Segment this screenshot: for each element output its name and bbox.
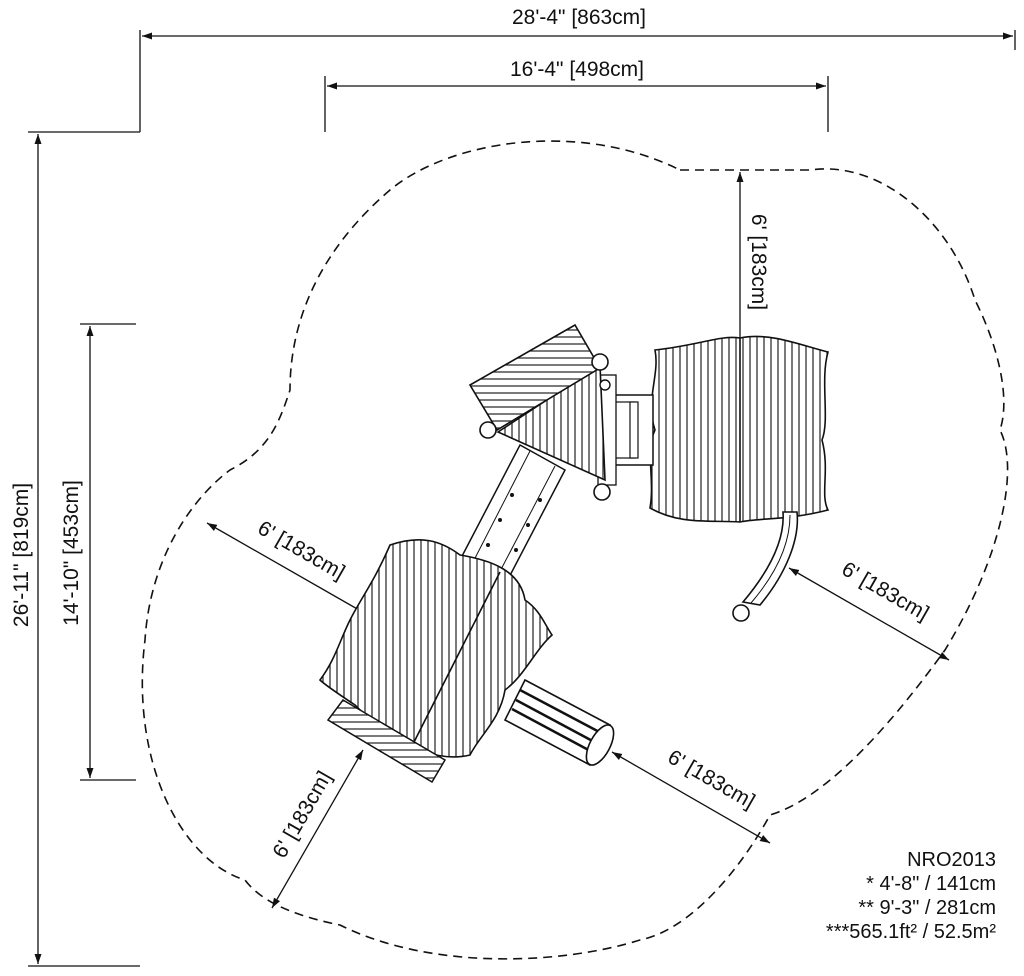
clearance-top: 6' [183cm] bbox=[736, 172, 770, 352]
tube-slide bbox=[503, 678, 615, 767]
overall-depth-label: 26'-11" [819cm] bbox=[10, 483, 33, 627]
clearance-right-label: 6' [183cm] bbox=[838, 557, 933, 625]
right-deck bbox=[649, 335, 830, 523]
info-line-2: ** 9'-3" / 281cm bbox=[858, 897, 996, 919]
info-line-1: * 4'-8" / 141cm bbox=[866, 873, 996, 895]
info-line-3: ***565.1ft² / 52.5m² bbox=[825, 921, 996, 943]
inner-width-label: 16'-4" [498cm] bbox=[510, 58, 644, 81]
clearance-bottom-right: 6' [183cm] bbox=[611, 745, 771, 844]
clearance-bottom-left: 6' [183cm] bbox=[268, 749, 364, 909]
clearance-left-label: 6' [183cm] bbox=[254, 516, 349, 584]
model-number: NRO2013 bbox=[907, 849, 996, 871]
main-deck bbox=[318, 539, 554, 758]
inner-depth-dimension: 14'-10" [453cm] bbox=[60, 323, 136, 781]
overall-width-dimension: 28'-4" [863cm] bbox=[139, 6, 1016, 132]
clearance-top-label: 6' [183cm] bbox=[747, 214, 770, 310]
clearance-bottom-right-label: 6' [183cm] bbox=[664, 745, 759, 813]
clearance-right: 6' [183cm] bbox=[788, 557, 950, 661]
model-info: NRO2013 * 4'-8" / 141cm ** 9'-3" / 281cm… bbox=[826, 848, 996, 944]
inner-width-dimension: 16'-4" [498cm] bbox=[324, 58, 829, 132]
overall-width-label: 28'-4" [863cm] bbox=[512, 6, 646, 29]
ground-step bbox=[326, 699, 447, 784]
overall-depth-dimension: 26'-11" [819cm] bbox=[10, 131, 140, 967]
wave-slide bbox=[732, 511, 799, 622]
inner-depth-label: 14'-10" [453cm] bbox=[60, 480, 83, 626]
clearance-left: 6' [183cm] bbox=[206, 516, 367, 615]
tower-small bbox=[468, 323, 611, 501]
safety-zone-outline bbox=[141, 140, 1009, 960]
ladder-connector bbox=[597, 374, 654, 486]
